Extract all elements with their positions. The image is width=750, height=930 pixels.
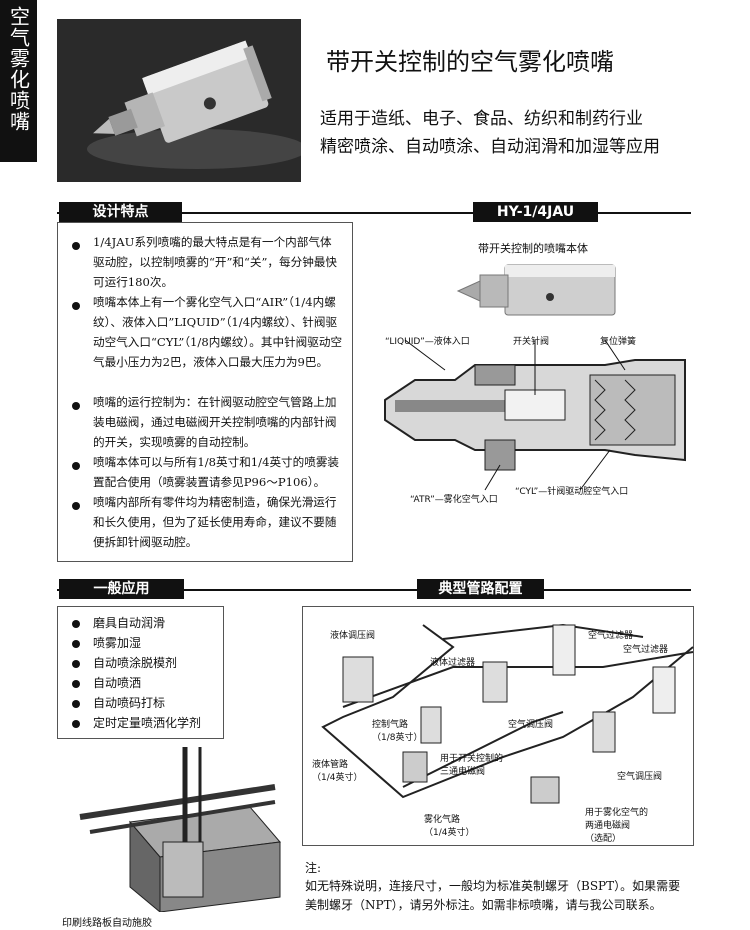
label-air-filter-2: 空气过滤器 bbox=[623, 645, 669, 655]
pcb-photo-caption: 印刷线路板自动施胶 bbox=[62, 918, 152, 929]
app-item-2: 喷雾加湿 bbox=[93, 636, 142, 650]
label-air-inlet: “ATR”—雾化空气入口 bbox=[410, 495, 498, 505]
bullet-dot bbox=[72, 242, 80, 250]
section-divider bbox=[57, 589, 691, 591]
app-item-3: 自动喷涂脱模剂 bbox=[93, 656, 178, 670]
label-atomizing-line: 雾化气路 （1/4英寸） bbox=[424, 815, 475, 838]
app-item-5: 自动喷码打标 bbox=[93, 696, 166, 710]
side-category-tab: 空气雾化喷嘴 bbox=[0, 0, 37, 162]
label-air-regulator-2: 空气调压阀 bbox=[617, 772, 663, 782]
design-header: 设计特点 bbox=[59, 202, 182, 222]
subtitle-line-2: 精密喷涂、自动喷涂、自动润滑和加湿等应用 bbox=[320, 137, 660, 157]
bullet-dot bbox=[72, 502, 80, 510]
bullet-dot bbox=[72, 620, 80, 628]
label-cyl-inlet: “CYL”—针阀驱动腔空气入口 bbox=[515, 487, 629, 497]
piping-box bbox=[302, 606, 694, 846]
model-header: HY-1/4JAU bbox=[473, 202, 598, 222]
label-liquid-regulator: 液体调压阀 bbox=[330, 631, 376, 641]
bullet-dot bbox=[72, 402, 80, 410]
page-title: 带开关控制的空气雾化喷嘴 bbox=[326, 48, 614, 76]
label-three-way-valve: 用于开关控制的 三通电磁阀 bbox=[440, 754, 504, 777]
label-control-line: 控制气路 （1/8英寸） bbox=[372, 720, 423, 743]
label-liquid-filter: 液体过滤器 bbox=[430, 658, 476, 668]
design-item-2: 喷嘴本体上有一个雾化空气入口“AIR”（1/4内螺纹）、液体入口”LIQUID”… bbox=[93, 295, 343, 369]
bullet-dot bbox=[72, 700, 80, 708]
apps-header: 一般应用 bbox=[59, 579, 184, 599]
note-line-2: 美制螺牙（NPT），请另外标注。如需非标喷嘴，请与我公司联系。 bbox=[305, 898, 662, 912]
design-item-4: 喷嘴本体可以与所有1/8英寸和1/4英寸的喷雾装置配合使用（喷雾装置请参见P96… bbox=[93, 455, 340, 489]
design-item-1: 1/4JAU系列喷嘴的最大特点是有一个内部气体驱动腔，以控制喷雾的“开”和“关”… bbox=[93, 235, 337, 289]
label-air-regulator-1: 空气调压阀 bbox=[508, 720, 554, 730]
label-return-spring: 复位弹簧 bbox=[600, 337, 637, 347]
bullet-dot bbox=[72, 680, 80, 688]
app-item-1: 磨具自动润滑 bbox=[93, 616, 166, 630]
bullet-dot bbox=[72, 640, 80, 648]
nozzle-body-photo bbox=[450, 255, 625, 325]
design-item-3: 喷嘴的运行控制为：在针阀驱动腔空气管路上加装电磁阀，通过电磁阀开关控制喷嘴的内部… bbox=[93, 395, 337, 449]
apps-box bbox=[57, 606, 224, 739]
section-divider bbox=[57, 212, 691, 214]
bullet-dot bbox=[72, 462, 80, 470]
body-caption: 带开关控制的喷嘴本体 bbox=[478, 242, 588, 255]
design-features-box bbox=[57, 222, 353, 562]
design-item-5: 喷嘴内部所有零件均为精密制造，确保光滑运行和长久使用，但为了延长使用寿命，建议不… bbox=[93, 495, 337, 549]
pcb-gluing-photo bbox=[75, 747, 285, 914]
label-two-way-valve: 用于雾化空气的 两通电磁阀 （选配） bbox=[585, 808, 649, 844]
label-air-filter-1: 空气过滤器 bbox=[588, 631, 634, 641]
note-heading: 注: bbox=[305, 861, 322, 875]
subtitle-line-1: 适用于造纸、电子、食品、纺织和制药行业 bbox=[320, 109, 643, 129]
label-liquid-inlet: “LIQUID”—液体入口 bbox=[385, 337, 470, 347]
label-needle-valve: 开关针阀 bbox=[513, 337, 550, 347]
app-item-6: 定时定量喷洒化学剂 bbox=[93, 716, 202, 730]
bullet-dot bbox=[72, 720, 80, 728]
cutaway-diagram bbox=[365, 339, 695, 500]
bullet-dot bbox=[72, 302, 80, 310]
hero-nozzle-photo bbox=[57, 19, 301, 182]
note-line-1: 如无特殊说明，连接尺寸，一般均为标准英制螺牙（BSPT）。如果需要 bbox=[305, 879, 681, 893]
bullet-dot bbox=[72, 660, 80, 668]
piping-header: 典型管路配置 bbox=[417, 579, 544, 599]
app-item-4: 自动喷洒 bbox=[93, 676, 142, 690]
label-liquid-line: 液体管路 （1/4英寸） bbox=[312, 760, 363, 783]
